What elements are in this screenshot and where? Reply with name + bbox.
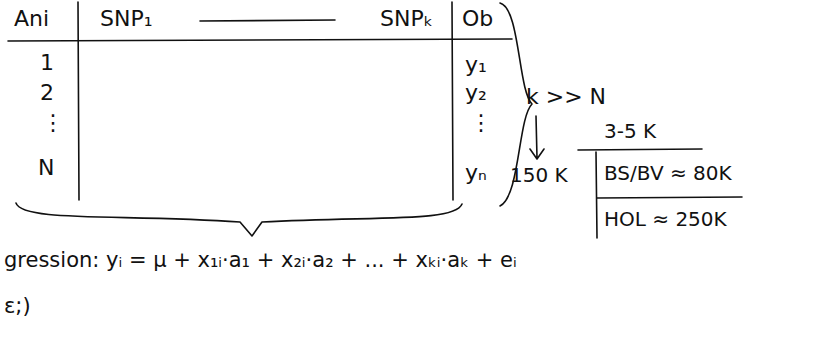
column-header: SNP₁	[100, 6, 153, 31]
observation: y₂	[465, 80, 487, 105]
row-number: N	[38, 155, 54, 180]
row-number: ⋮	[42, 110, 64, 135]
note: HOL ≈ 250K	[604, 208, 727, 231]
table-column-rule	[452, 2, 453, 200]
snp-range-dash	[200, 20, 335, 21]
down-arrow	[530, 116, 544, 159]
rule	[597, 197, 742, 198]
bottom-brace	[16, 203, 462, 236]
column-header: SNPₖ	[380, 6, 433, 31]
row-number: 2	[40, 80, 54, 105]
rule	[596, 152, 597, 238]
observation: ⋮	[470, 110, 492, 135]
rule	[578, 149, 702, 150]
table-column-rule	[78, 2, 79, 200]
note: ε;)	[4, 294, 31, 318]
observation: yₙ	[465, 160, 487, 185]
note: 150 K	[510, 164, 568, 187]
note: BS/BV ≈ 80K	[604, 162, 732, 185]
note: 3-5 K	[604, 120, 656, 143]
regression-formula: gression: yᵢ = μ + x₁ᵢ·a₁ + x₂ᵢ·a₂ + ...…	[4, 248, 517, 272]
column-header: Ani	[14, 6, 49, 31]
table-header-rule	[8, 39, 512, 41]
column-header: Ob	[462, 6, 493, 31]
observation: y₁	[465, 52, 487, 77]
row-number: 1	[40, 50, 54, 75]
note: k >> N	[526, 84, 606, 109]
